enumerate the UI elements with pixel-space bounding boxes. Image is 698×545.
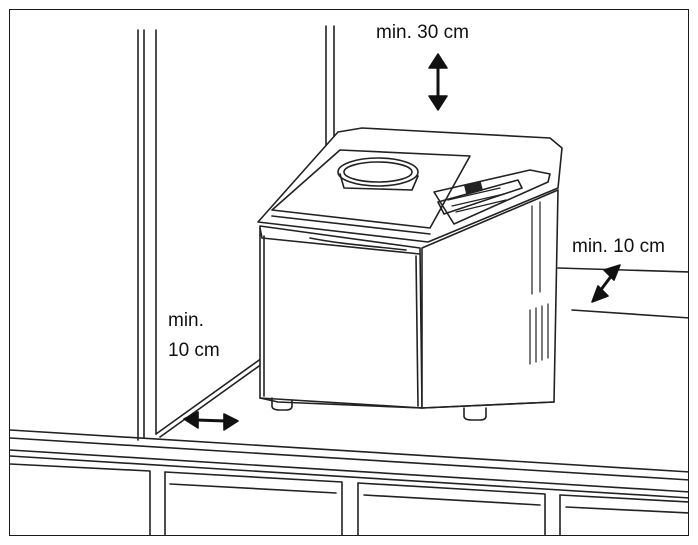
arrow-right — [591, 264, 621, 303]
rear-clearance-label-line1: min. — [168, 310, 204, 331]
arrow-top — [428, 53, 448, 111]
diagram-drawing — [10, 25, 688, 535]
appliance-body — [257, 127, 563, 409]
side-clearance-label: min. 10 cm — [572, 236, 665, 257]
appliance-details — [259, 149, 555, 421]
rear-clearance-label-line2: 10 cm — [168, 340, 220, 361]
back-wall — [137, 25, 335, 441]
top-clearance-label: min. 30 cm — [376, 22, 469, 43]
arrow-left — [183, 411, 239, 431]
side-wall — [557, 267, 688, 319]
installation-clearance-diagram: min. 30 cm min. 10 cm min. 10 cm — [9, 9, 689, 536]
countertop — [10, 357, 688, 535]
